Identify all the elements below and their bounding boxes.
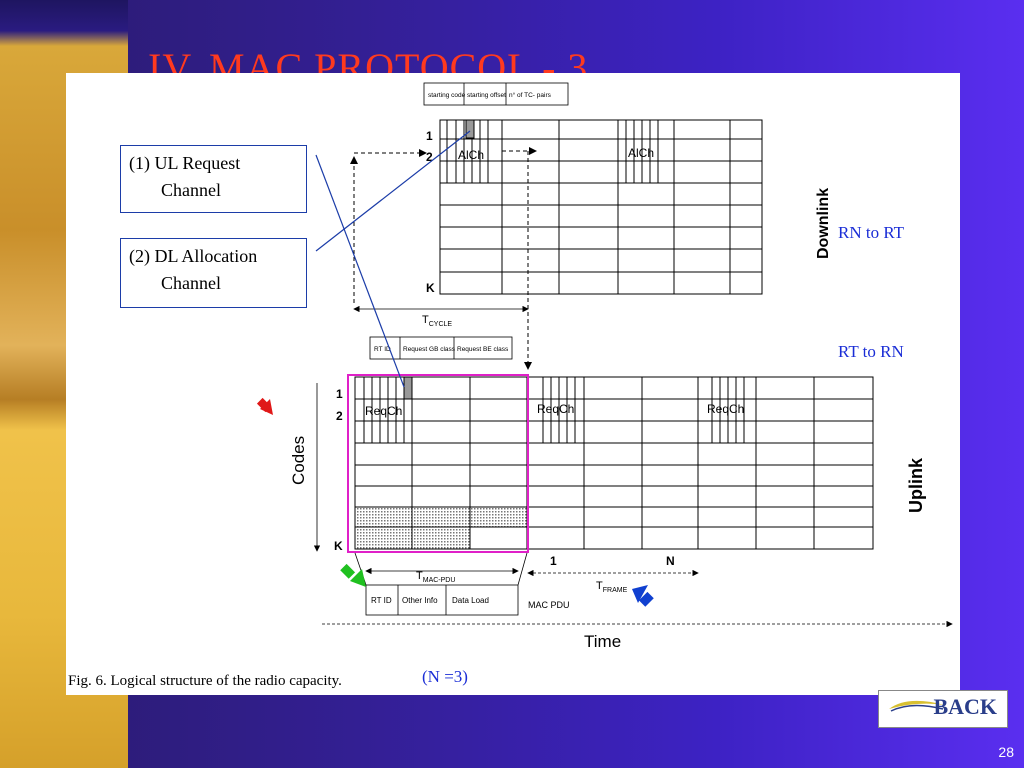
dl-allocation-line2: Channel (161, 273, 221, 293)
uplink-row-2: 2 (336, 409, 343, 423)
ul-request-line2: Channel (161, 180, 221, 200)
ul-header-be-class: Request BE class (457, 346, 509, 353)
mac-pdu-label: MAC PDU (528, 600, 570, 610)
figure-panel: AlCh AlCh 1 2 K Downlink starting code s… (66, 73, 960, 695)
frame-1-label: 1 (550, 554, 557, 568)
uplink-row-1: 1 (336, 387, 343, 401)
downlink-row-2: 2 (426, 150, 433, 164)
ul-request-line1: (1) UL Request (129, 153, 241, 173)
swoosh-icon (889, 700, 945, 712)
downlink-label: Downlink (815, 188, 832, 259)
dl-allocation-callout: (2) DL Allocation Channel (120, 238, 307, 308)
back-button[interactable]: BACK (878, 690, 1008, 728)
pdu-field-rt-id: RT ID (371, 596, 392, 605)
rt-to-rn-label: RT to RN (838, 342, 904, 361)
n-equals-note: (N =3) (422, 667, 468, 686)
figure-caption: Fig. 6. Logical structure of the radio c… (68, 673, 342, 689)
downlink-grid (439, 119, 763, 295)
uplink-grid (354, 376, 874, 550)
pdu-field-other-info: Other Info (402, 596, 438, 605)
t-mac-pdu-label: TMAC-PDU (416, 570, 455, 584)
mac-pdu-highlight-box (347, 374, 529, 553)
downlink-alch-1: AlCh (458, 148, 484, 162)
blue-arrow-icon (632, 585, 654, 607)
uplink-row-k: K (334, 539, 343, 553)
downlink-row-1: 1 (426, 129, 433, 143)
mac-pdu-fields-box (365, 584, 519, 616)
codes-axis-label: Codes (289, 436, 308, 485)
frame-n-label: N (666, 554, 675, 568)
uplink-label: Uplink (906, 457, 926, 513)
uplink-reqch-3: ReqCh (707, 402, 744, 416)
uplink-reqch-2: ReqCh (537, 402, 574, 416)
uplink-reqch-1: ReqCh (365, 404, 402, 418)
t-frame-label: TFRAME (596, 580, 628, 594)
downlink-header-box (423, 82, 569, 106)
downlink-row-k: K (426, 281, 435, 295)
ul-request-callout: (1) UL Request Channel (120, 145, 307, 213)
t-cycle-label: TCYCLE (422, 314, 452, 328)
red-arrow-icon (256, 397, 273, 415)
page-number: 28 (998, 744, 1014, 760)
ul-header-rt-id: RT ID (374, 346, 391, 353)
time-axis-label: Time (584, 632, 621, 651)
dl-header-starting-offset: starting offset (467, 92, 506, 99)
pdu-field-data-load: Data Load (452, 596, 489, 605)
rn-to-rt-label: RN to RT (838, 223, 905, 242)
back-button-label: BACK (933, 694, 997, 719)
dl-allocation-line1: (2) DL Allocation (129, 246, 258, 266)
uplink-header-box (369, 336, 513, 360)
downlink-alch-2: AlCh (628, 146, 654, 160)
ul-header-gb-class: Request GB class (403, 346, 456, 353)
dl-header-tc-pairs: n° of TC- pairs (509, 91, 552, 99)
dl-header-starting-code: starting code (428, 92, 466, 99)
green-arrow-icon (340, 563, 366, 587)
radio-capacity-diagram: AlCh AlCh 1 2 K Downlink starting code s… (256, 82, 953, 651)
